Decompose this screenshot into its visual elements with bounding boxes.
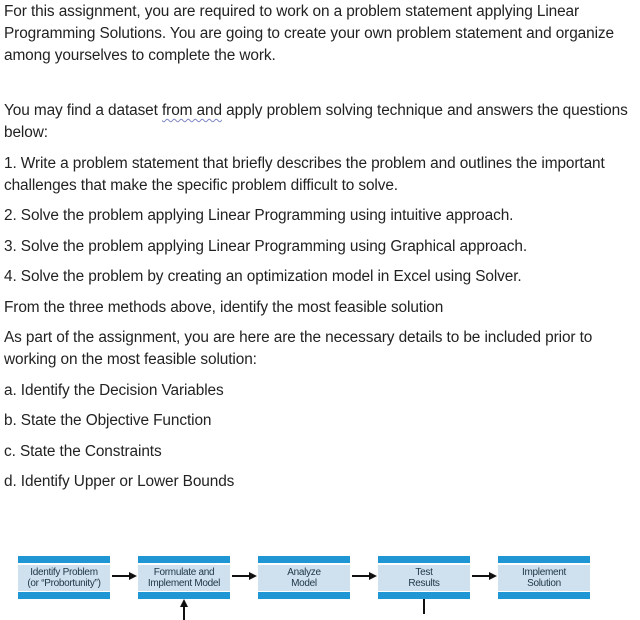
dataset-text-pre: You may find a dataset [4,102,162,119]
flow-arrow-2 [232,572,257,580]
paragraph-feasible: From the three methods above, identify t… [4,298,444,316]
assignment-text: For this assignment, you are required to… [4,1,638,502]
dataset-text-post: apply problem solving technique and answ… [4,102,628,141]
paragraph-dataset: You may find a dataset from and apply pr… [4,100,638,144]
step-accent-bar-top [498,556,590,563]
process-flowchart: Identify Problem (or “Probortunity”) For… [0,556,640,620]
feedback-arrow-up-icon [179,599,188,620]
step-accent-bar-bottom [498,592,590,599]
step-label: Test Results [378,564,470,591]
paragraph-sub-c: c. State the Constraints [4,442,162,460]
flow-arrow-1 [112,572,137,580]
step-label: Analyze Model [258,564,350,591]
flowchart-step-formulate-model: Formulate and Implement Model [138,556,230,599]
step-label: Implement Solution [498,564,590,591]
step-label: Formulate and Implement Model [138,564,230,591]
paragraph-item-1: 1. Write a problem statement that briefl… [4,154,605,194]
step-accent-bar-bottom [18,592,110,599]
paragraph-item-3: 3. Solve the problem applying Linear Pro… [4,237,528,255]
paragraph-sub-b: b. State the Objective Function [4,412,212,429]
step-label: Identify Problem (or “Probortunity”) [18,564,110,591]
step-accent-bar-top [138,556,230,563]
step-accent-bar-bottom [258,592,350,599]
flowchart-step-analyze-model: Analyze Model [258,556,350,599]
paragraph-details: As part of the assignment, you are here … [4,329,593,368]
step-accent-bar-top [258,556,350,563]
grammar-check-underline: from and [162,102,222,119]
flowchart-step-implement-solution: Implement Solution [498,556,590,599]
step-accent-bar-bottom [138,592,230,599]
paragraph-sub-a: a. Identify the Decision Variables [4,381,224,399]
feedback-line-down [423,599,425,614]
paragraph-intro: For this assignment, you are required to… [4,3,614,64]
step-accent-bar-top [18,556,110,563]
flowchart-step-test-results: Test Results [378,556,470,599]
paragraph-item-2: 2. Solve the problem applying Linear Pro… [4,207,514,224]
flowchart-step-identify-problem: Identify Problem (or “Probortunity”) [18,556,110,599]
flow-arrow-4 [472,572,497,580]
paragraph-sub-d: d. Identify Upper or Lower Bounds [4,473,235,490]
step-accent-bar-bottom [378,592,470,599]
flow-arrow-3 [352,572,377,580]
step-accent-bar-top [378,556,470,563]
paragraph-item-4: 4. Solve the problem by creating an opti… [4,268,522,285]
